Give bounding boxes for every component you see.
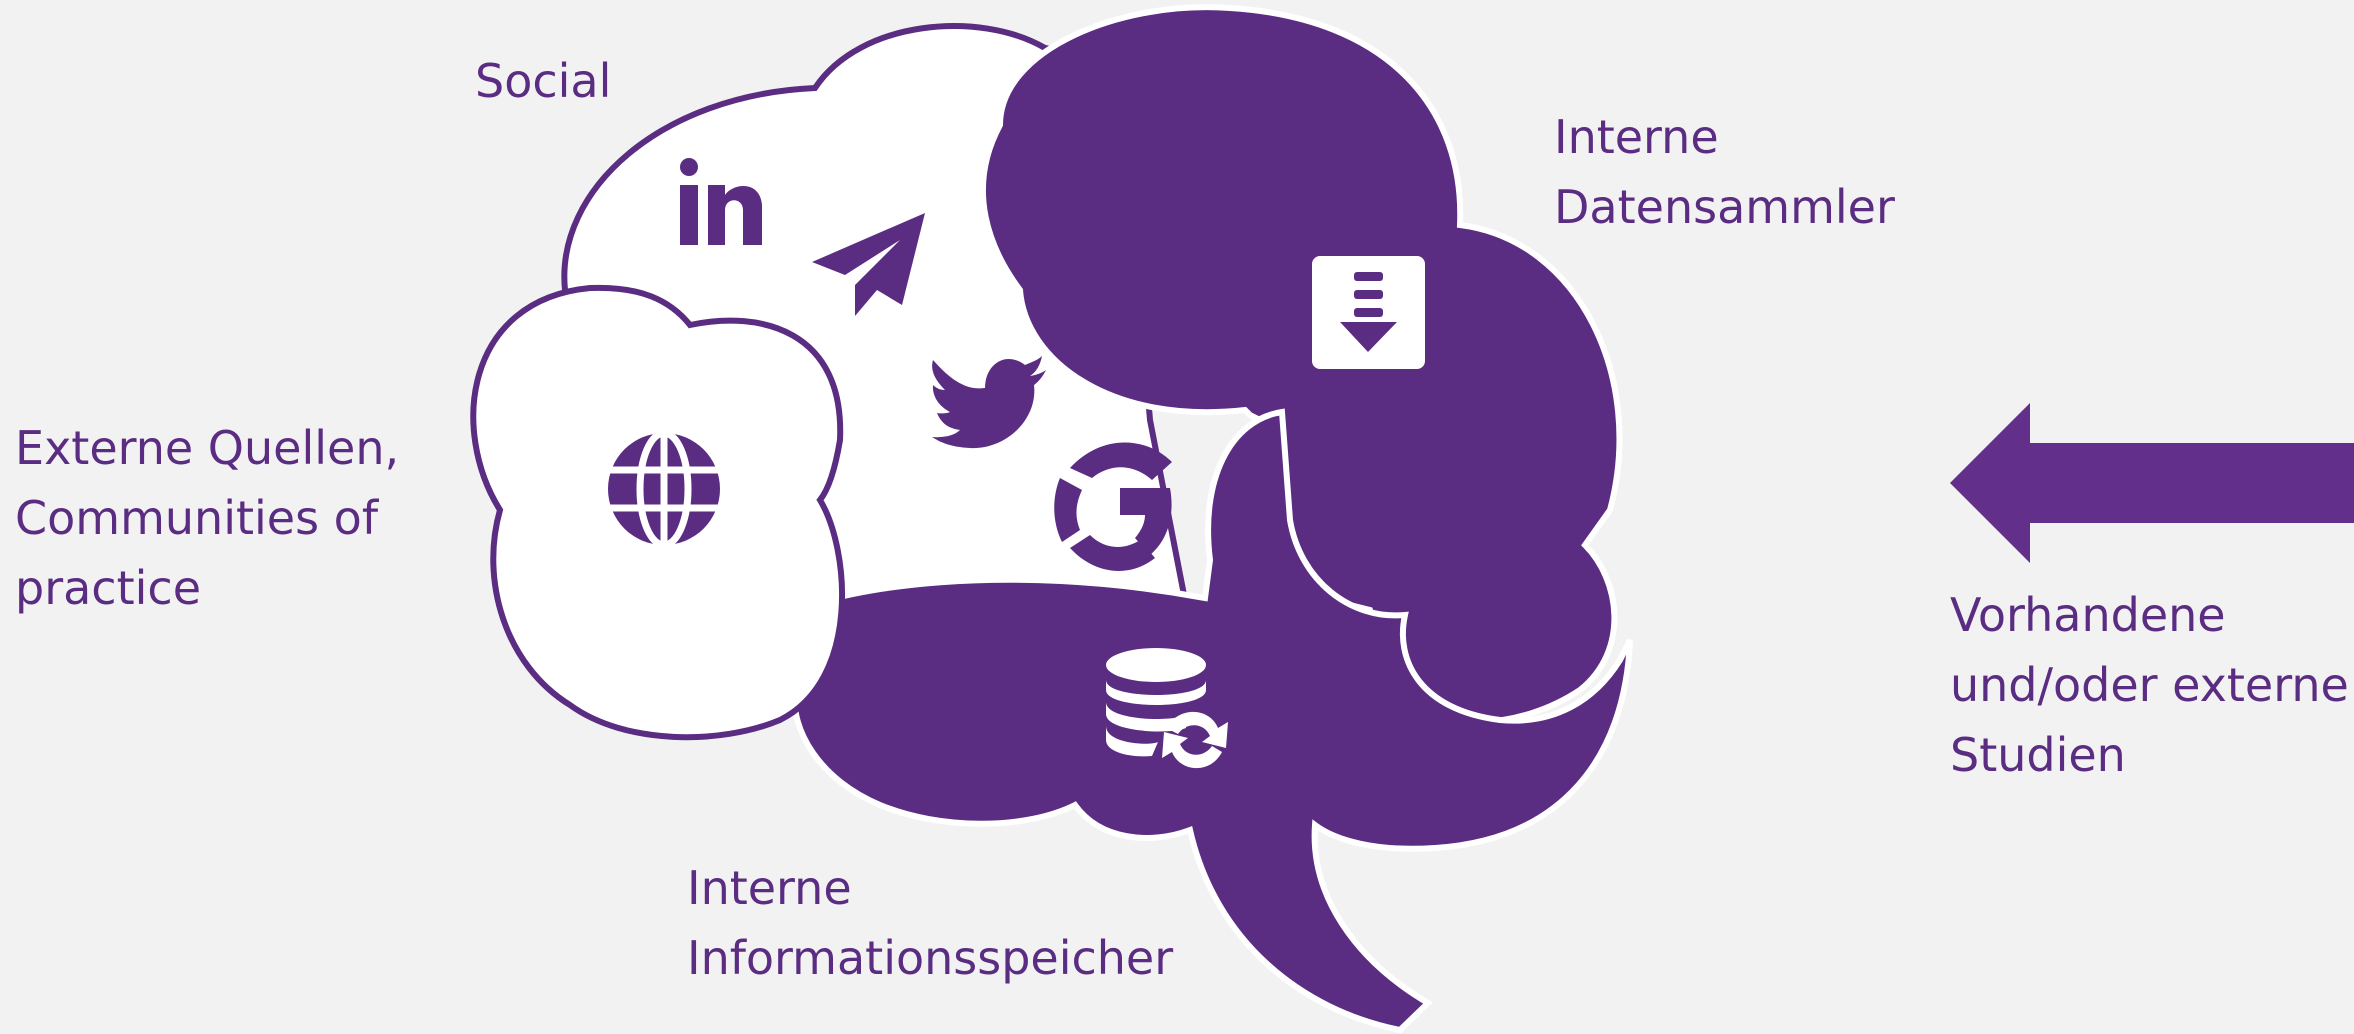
label-externe-line-2: Communities of <box>15 491 379 545</box>
label-datensammler: Interne Datensammler <box>1554 102 1895 242</box>
paper-plane-icon <box>812 213 925 316</box>
database-sync-icon <box>1106 648 1228 769</box>
label-studien-line-1: Vorhandene <box>1950 588 2226 642</box>
linkedin-icon <box>680 158 762 245</box>
label-social-text: Social <box>475 54 612 108</box>
label-datensammler-line-1: Interne <box>1554 110 1719 164</box>
label-externe-line-1: Externe Quellen, <box>15 421 400 475</box>
download-icon <box>1312 256 1425 369</box>
label-datensammler-line-2: Datensammler <box>1554 180 1895 234</box>
arrow-left-icon <box>1950 403 2354 563</box>
google-icon <box>1054 442 1172 571</box>
label-speicher: Interne Informationsspeicher <box>687 853 1173 993</box>
label-studien-line-2: und/oder externe <box>1950 658 2349 712</box>
globe-icon <box>608 429 720 549</box>
label-speicher-line-2: Informationsspeicher <box>687 931 1174 985</box>
label-studien: Vorhandene und/oder externe Studien <box>1950 580 2349 790</box>
label-studien-line-3: Studien <box>1950 728 2126 782</box>
label-externe: Externe Quellen, Communities of practice <box>15 413 399 623</box>
label-social: Social <box>475 46 611 116</box>
label-speicher-line-1: Interne <box>687 861 852 915</box>
twitter-icon <box>932 356 1046 449</box>
label-externe-line-3: practice <box>15 561 201 615</box>
datensammler-cloud <box>979 4 1623 725</box>
